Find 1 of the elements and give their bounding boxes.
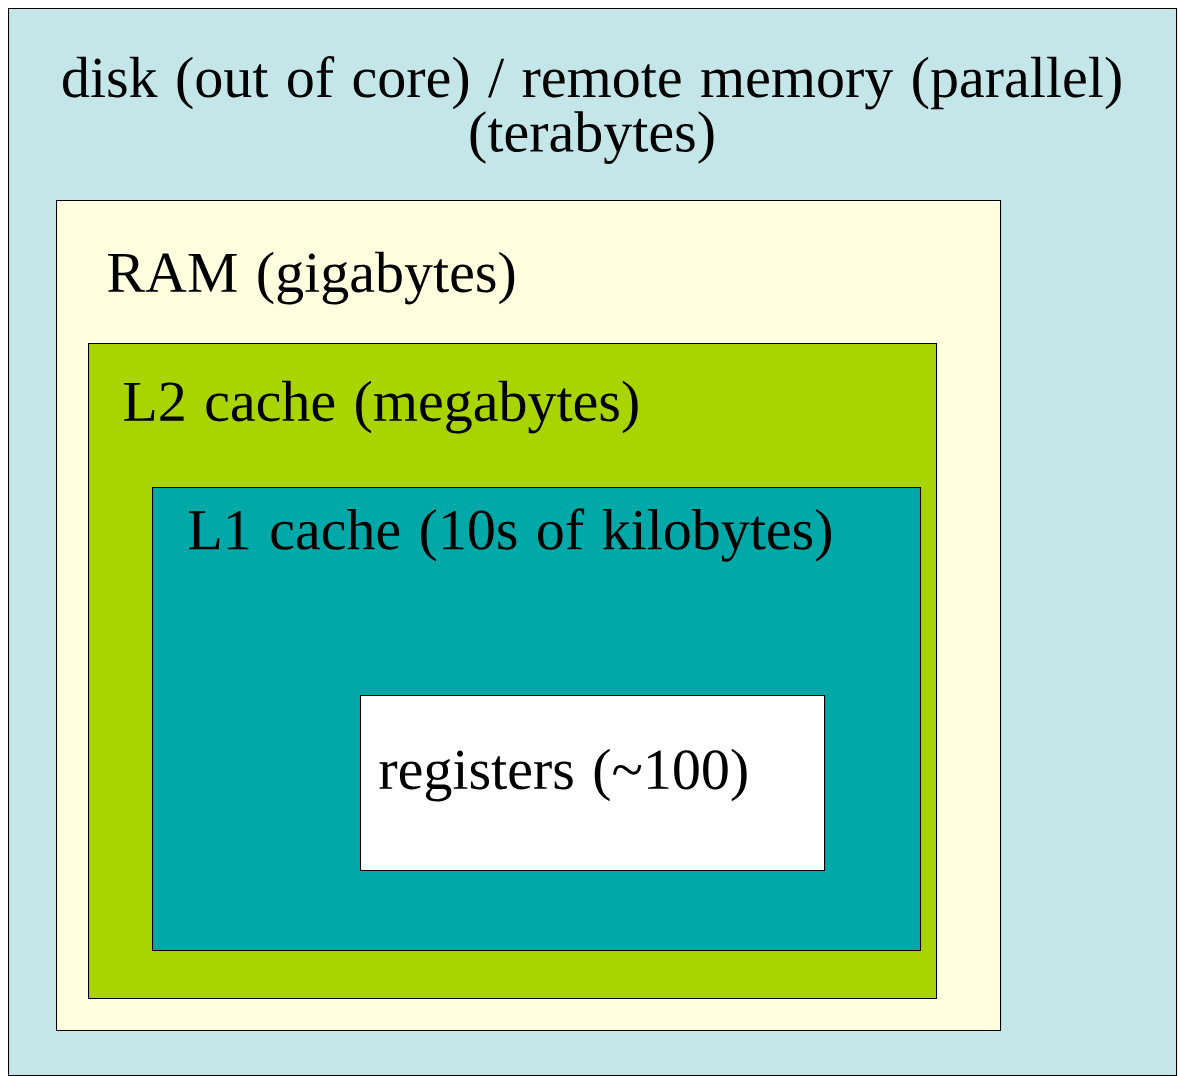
box: registers (~100): [360, 695, 826, 872]
